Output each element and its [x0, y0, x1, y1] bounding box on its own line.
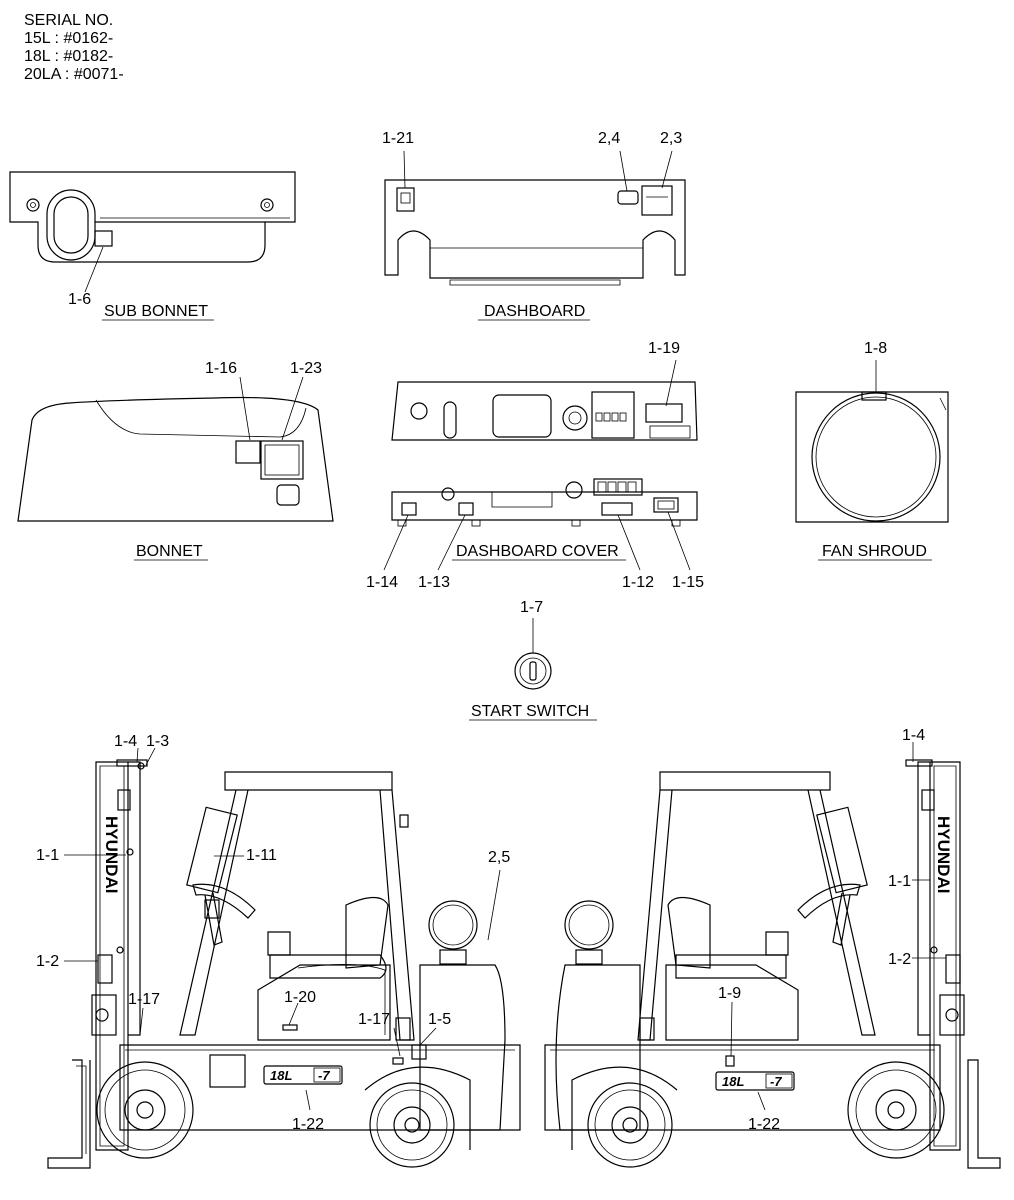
bonnet-title: BONNET — [136, 543, 203, 560]
callout-1-7: 1-7 — [520, 599, 543, 616]
dashboard-drawing — [384, 150, 686, 286]
left-callout-1-5: 1-5 — [428, 1011, 451, 1028]
sub-bonnet-title: SUB BONNET — [104, 303, 208, 320]
callout-2-3: 2,3 — [660, 130, 682, 147]
callout-2-4: 2,4 — [598, 130, 620, 147]
dashboard-title: DASHBOARD — [484, 303, 585, 320]
left-callout-1-1: 1-1 — [36, 847, 59, 864]
callout-1-14: 1-14 — [366, 574, 398, 591]
left-callout-1-20: 1-20 — [284, 989, 316, 1006]
dashboard-cover-drawing — [383, 478, 698, 571]
left-callout-1-17a: 1-17 — [128, 991, 160, 1008]
left-callout-1-17b: 1-17 — [358, 1011, 390, 1028]
left-callout-1-3: 1-3 — [146, 733, 169, 750]
model-decal-right-b: -7 — [770, 1074, 782, 1089]
fan-shroud-drawing — [795, 360, 949, 523]
serial-line-20la: 20LA : #0071- — [24, 66, 124, 83]
serial-heading: SERIAL NO. — [24, 12, 113, 29]
left-callout-1-11: 1-11 — [246, 847, 277, 864]
forklift-right-side-drawing: 18L -7 HYUNDAI — [544, 742, 1001, 1169]
left-callout-1-2: 1-2 — [36, 953, 59, 970]
forklift-left-side-drawing: 18L -7 HYUNDAI — [47, 747, 521, 1169]
model-decal-left-a: 18L — [270, 1068, 292, 1083]
left-callout-1-22: 1-22 — [292, 1116, 324, 1133]
model-decal-right-a: 18L — [722, 1074, 744, 1089]
callout-1-6: 1-6 — [68, 291, 91, 308]
left-callout-2-5: 2,5 — [488, 849, 510, 866]
callout-1-8: 1-8 — [864, 340, 887, 357]
right-callout-1-9: 1-9 — [718, 985, 741, 1002]
brand-decal-right: HYUNDAI — [934, 816, 953, 893]
bonnet-drawing — [17, 376, 334, 522]
callout-1-19: 1-19 — [648, 340, 680, 357]
serial-line-15l: 15L : #0162- — [24, 30, 113, 47]
dashboard-cover-title: DASHBOARD COVER — [456, 543, 619, 560]
callout-1-13: 1-13 — [418, 574, 450, 591]
right-callout-1-1: 1-1 — [888, 873, 911, 890]
right-callout-1-4: 1-4 — [902, 727, 925, 744]
fan-shroud-title: FAN SHROUD — [822, 543, 927, 560]
callout-1-23: 1-23 — [290, 360, 322, 377]
serial-line-18l: 18L : #0182- — [24, 48, 113, 65]
start-switch-drawing — [514, 618, 552, 690]
instrument-panel-drawing — [391, 359, 698, 441]
right-callout-1-2: 1-2 — [888, 951, 911, 968]
right-callout-1-22: 1-22 — [748, 1116, 780, 1133]
callout-1-21: 1-21 — [382, 130, 414, 147]
left-callout-1-4: 1-4 — [114, 733, 137, 750]
callout-1-15: 1-15 — [672, 574, 704, 591]
sub-bonnet-drawing — [9, 171, 296, 293]
serial-number-block: SERIAL NO. 15L : #0162- 18L : #0182- 20L… — [24, 12, 124, 83]
callout-1-12: 1-12 — [622, 574, 654, 591]
model-decal-left-b: -7 — [318, 1068, 330, 1083]
callout-1-16: 1-16 — [205, 360, 237, 377]
start-switch-title: START SWITCH — [471, 703, 589, 720]
